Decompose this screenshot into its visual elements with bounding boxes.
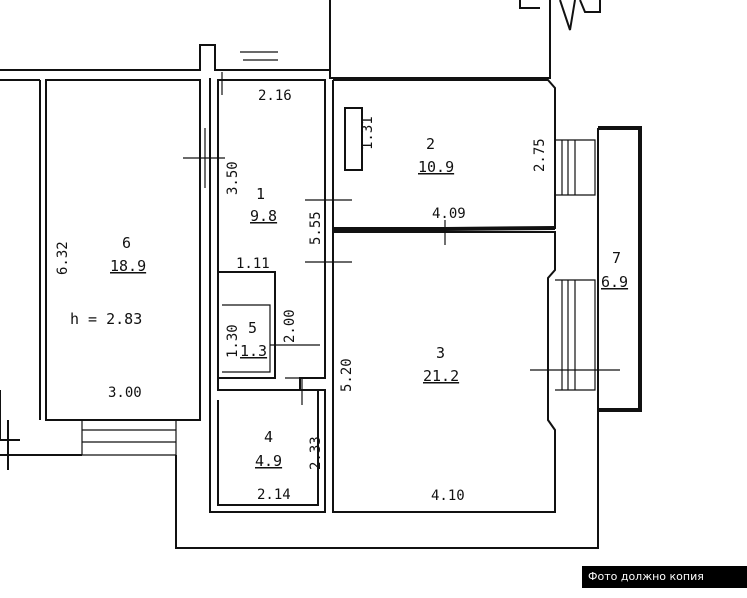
walls <box>0 0 642 549</box>
dimension-1-30: 1.30 <box>225 324 241 358</box>
room-2-label: 2 10.9 <box>418 135 454 176</box>
dimension-6-32: 6.32 <box>55 241 71 275</box>
svg-text:2: 2 <box>426 135 435 153</box>
dimension-4-09: 4.09 <box>432 206 466 222</box>
dimension-3-50: 3.50 <box>225 161 241 195</box>
dimension-4-10: 4.10 <box>431 488 465 504</box>
dimension-5-20: 5.20 <box>339 358 355 392</box>
svg-text:4: 4 <box>264 428 273 446</box>
dimension-2-00: 2.00 <box>282 309 298 343</box>
room-1-label: 1 9.8 <box>250 185 277 225</box>
dimension-1-11: 1.11 <box>236 256 270 272</box>
dimension-3-00: 3.00 <box>108 385 142 401</box>
svg-text:5: 5 <box>248 319 257 337</box>
dimension-2-33: 2.33 <box>308 436 324 470</box>
room-4-label: 4 4.9 <box>255 428 282 470</box>
svg-text:6: 6 <box>122 234 131 252</box>
svg-text:1.3: 1.3 <box>240 342 267 360</box>
room-3-label: 3 21.2 <box>423 344 459 385</box>
dimension-2-14: 2.14 <box>257 487 291 503</box>
dimension-2-75: 2.75 <box>532 138 548 172</box>
dimension-labels: 2.16 3.50 1.31 2.75 6.32 5.55 4.09 1.11 … <box>55 88 548 504</box>
room-5-label: 5 1.3 <box>240 319 267 360</box>
svg-text:18.9: 18.9 <box>110 257 146 275</box>
room-6-label: 6 18.9 <box>110 234 146 275</box>
svg-text:4.9: 4.9 <box>255 452 282 470</box>
dimension-5-55: 5.55 <box>308 211 324 245</box>
svg-text:3: 3 <box>436 344 445 362</box>
svg-text:9.8: 9.8 <box>250 207 277 225</box>
svg-text:6.9: 6.9 <box>601 273 628 291</box>
ceiling-height-label: h = 2.83 <box>70 310 142 328</box>
watermark-badge: Фото должно копия <box>582 566 747 588</box>
svg-text:7: 7 <box>612 249 621 267</box>
dimension-1-31: 1.31 <box>360 116 376 150</box>
svg-text:21.2: 21.2 <box>423 367 459 385</box>
svg-text:10.9: 10.9 <box>418 158 454 176</box>
dimension-2-16: 2.16 <box>258 88 292 104</box>
room-7-label: 7 6.9 <box>601 249 628 291</box>
svg-text:1: 1 <box>256 185 265 203</box>
